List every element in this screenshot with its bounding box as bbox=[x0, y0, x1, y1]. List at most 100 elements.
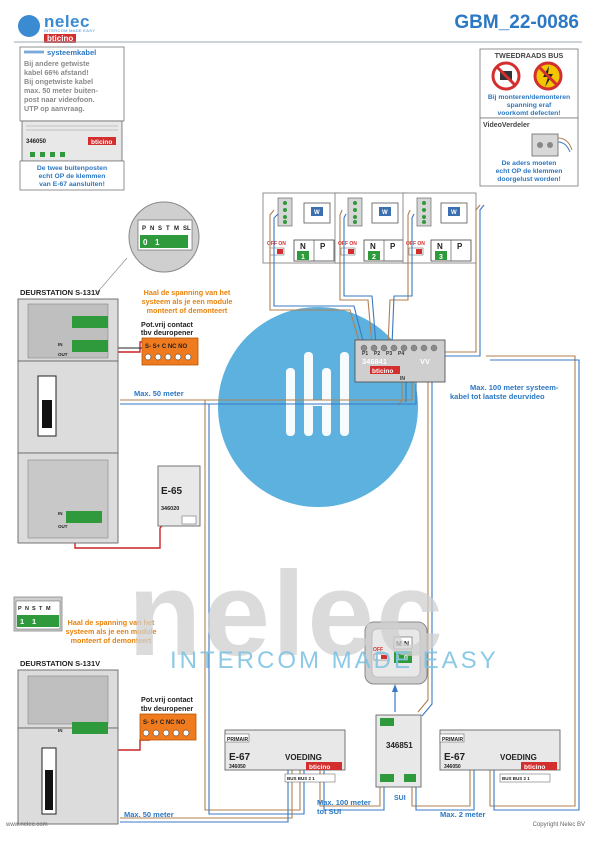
station1-title: DEURSTATION S-131V bbox=[20, 288, 100, 297]
psu2-code: 346050 bbox=[444, 764, 461, 770]
station1-warning: Haal de spanning van het bbox=[144, 288, 231, 297]
e65-code: 346020 bbox=[161, 506, 179, 512]
videoverdeler-note-box bbox=[479, 117, 579, 187]
mini-module-code: 346050 bbox=[26, 139, 47, 145]
svg-text:W: W bbox=[382, 210, 388, 216]
cable-note-line: max. 50 meter buiten- bbox=[24, 86, 99, 95]
door-relay-2: S- S+ C NC NO bbox=[139, 713, 197, 741]
station1-warning: systeem als je een module bbox=[142, 297, 233, 306]
relay2-terms: S- S+ C NC NO bbox=[143, 720, 186, 726]
psu1-terms: BUS BUS 2 1 bbox=[287, 776, 315, 781]
conn-label: P bbox=[142, 226, 146, 232]
monitor-unit-1: W OFF ON N P 1 bbox=[262, 192, 341, 264]
station1-contact: tbv deuropener bbox=[141, 328, 194, 337]
monitor-number: 1 bbox=[301, 254, 305, 261]
sui-val-0: 0 bbox=[404, 655, 408, 662]
dist-100-system: kabel tot laatste deurvideo bbox=[450, 392, 545, 401]
outdoor-note-line: De twee buitenposten bbox=[37, 165, 107, 172]
monitor-term-p: P bbox=[320, 242, 326, 251]
svg-text:IN: IN bbox=[58, 728, 63, 733]
monitor-number: 2 bbox=[372, 254, 376, 261]
monitor-term-n: N bbox=[437, 242, 443, 251]
sui-label-m: M bbox=[396, 641, 402, 648]
svg-text:OUT: OUT bbox=[58, 352, 68, 357]
monitor-term-p: P bbox=[390, 242, 396, 251]
cable-legend: systeemkabel bbox=[47, 48, 96, 57]
svg-text:IN: IN bbox=[58, 511, 63, 516]
cable-note-line: post naar videofoon. bbox=[24, 95, 95, 104]
watermark-tagline: INTERCOM MADE EASY bbox=[170, 647, 499, 674]
door-station-1: OUT IN IN OUT bbox=[17, 298, 119, 544]
station2-distance: Max. 50 meter bbox=[124, 810, 174, 819]
conn-value: 1 bbox=[20, 617, 24, 626]
psu2-model: E-67 bbox=[444, 752, 466, 763]
outdoor-note-box bbox=[19, 160, 125, 191]
dist-100-sui: Max. 100 meter bbox=[317, 798, 371, 807]
conn-label: T bbox=[39, 606, 43, 612]
psu1-model: E-67 bbox=[229, 752, 251, 763]
no-voltage-icon bbox=[533, 61, 563, 91]
footer-copyright: Copyright Nelec BV bbox=[532, 822, 585, 828]
document-code: GBM_22-0086 bbox=[454, 12, 579, 33]
brand-partner: bticino bbox=[44, 34, 77, 43]
cable-note-line: kabel 66% afstand! bbox=[24, 68, 89, 77]
connector-zoom-bottom: P N S T M 1 1 bbox=[13, 596, 63, 632]
bus-note-line: spanning eraf bbox=[507, 102, 552, 109]
brand-tagline: INTERCOM MADE EASY bbox=[44, 28, 96, 33]
monitor-number: 3 bbox=[439, 254, 443, 261]
svg-text:IN: IN bbox=[58, 342, 63, 347]
door-station-2: IN bbox=[17, 669, 119, 825]
no-plug-icon bbox=[491, 61, 521, 91]
sui-label: SUI bbox=[394, 795, 406, 802]
station2-contact: tbv deuropener bbox=[141, 704, 194, 713]
conn-label: N bbox=[150, 226, 154, 232]
station2-warning: monteert of demonteert bbox=[71, 636, 152, 645]
videoverdeler-mini bbox=[531, 133, 559, 157]
brand-logo-icon bbox=[18, 15, 40, 37]
outdoor-note-line: echt OP de klemmen bbox=[39, 173, 106, 180]
cable-note-line: Bij andere getwiste bbox=[24, 59, 90, 68]
monitor-off-on: OFF ON bbox=[406, 241, 425, 247]
videoverdeler-title: VideoVerdeler bbox=[483, 122, 530, 129]
psu2-brand: bticino bbox=[524, 764, 545, 771]
dist-100-sui: tot SUI bbox=[317, 807, 341, 816]
vv-suffix: VV bbox=[420, 357, 430, 366]
svg-text:OUT: OUT bbox=[58, 524, 68, 529]
cable-note-line: Bij ongetwiste kabel bbox=[24, 77, 93, 86]
conn-label: S bbox=[32, 606, 36, 612]
cable-note-box bbox=[19, 46, 125, 122]
conn-label: S bbox=[158, 226, 162, 232]
conn-label: SL bbox=[183, 226, 191, 232]
monitor-unit-3: W OFF ON N P 3 bbox=[402, 192, 477, 264]
outdoor-note-line: van E-67 aansluiten! bbox=[39, 181, 105, 188]
conn-label: M bbox=[174, 226, 179, 232]
watermark-word: nelec bbox=[128, 547, 445, 681]
monitor-unit-2: W OFF ON N P 2 bbox=[334, 192, 408, 264]
monitor-term-n: N bbox=[300, 242, 306, 251]
conn-value: 0 bbox=[143, 238, 148, 247]
dist-100-system: Max. 100 meter systeem- bbox=[470, 383, 559, 392]
footer-website: www.nelec.com bbox=[6, 822, 48, 828]
conn-label: M bbox=[46, 606, 51, 612]
station2-contact: Pot.vrij contact bbox=[141, 695, 194, 704]
vv-code: 346841 bbox=[362, 357, 387, 366]
video-distributor: 346841 VV P1 P2 P3 P4 bticino IN bbox=[354, 339, 446, 383]
conn-label: T bbox=[166, 226, 170, 232]
door-relay-1: S- S+ C NC NO bbox=[141, 337, 199, 366]
wires bbox=[74, 204, 580, 823]
station1-contact: Pot.vrij contact bbox=[141, 320, 194, 329]
station2-warning: Haal de spanning van het bbox=[68, 618, 155, 627]
psu2-primair: PRIMAIR bbox=[442, 737, 464, 743]
sui-switch-detail: OFF M N 1 0 bbox=[364, 621, 428, 685]
vv-port: P1 bbox=[362, 351, 368, 357]
station2-title: DEURSTATION S-131V bbox=[20, 659, 100, 668]
monitor-term-p: P bbox=[457, 242, 463, 251]
watermark-logo-icon bbox=[286, 352, 349, 436]
psu1-brand: bticino bbox=[309, 764, 330, 771]
monitor-term-n: N bbox=[370, 242, 376, 251]
monitor-off-on: OFF ON bbox=[338, 241, 357, 247]
cable-note-line: UTP op aanvraag. bbox=[24, 104, 85, 113]
station1-distance: Max. 50 meter bbox=[134, 389, 184, 398]
power-supply-e67-right: PRIMAIR E-67 VOEDING 346050 bticino BUS … bbox=[439, 729, 561, 783]
